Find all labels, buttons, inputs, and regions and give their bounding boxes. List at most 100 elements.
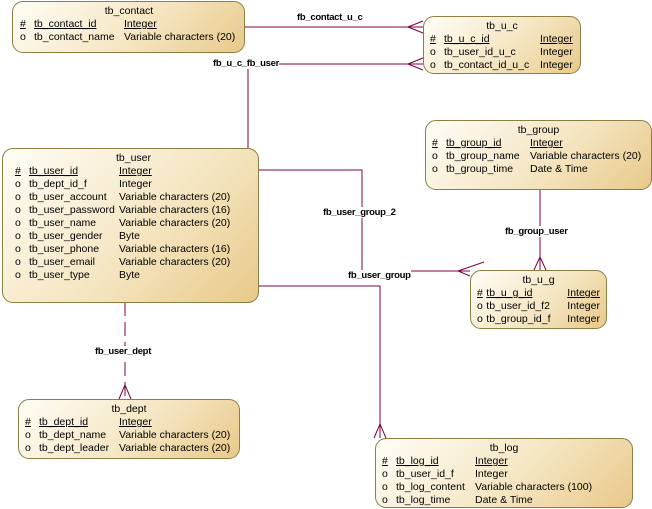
attribute-row: o tb_group_name Variable characters (20) [432, 150, 645, 163]
attribute-name: tb_user_type [29, 269, 90, 281]
attribute-type: Variable characters (16) [119, 243, 231, 255]
attribute-name: tb_user_email [29, 256, 95, 268]
key-marker: # [382, 455, 388, 467]
crowfoot [373, 423, 387, 439]
attribute-name: tb_contact_id [34, 18, 97, 30]
attribute-type: Integer [540, 59, 573, 71]
attribute-type: Date & Time [475, 494, 533, 506]
entity-title: tb_u_c [486, 20, 518, 32]
key-marker: o [382, 494, 388, 506]
link-user-log [259, 285, 381, 438]
crowfoot [457, 261, 485, 277]
rel-label-user-group-2: fb_user_group_2 [323, 207, 396, 218]
crowfoot [533, 256, 547, 271]
attribute-name: tb_dept_leader [39, 442, 110, 454]
entity-title: tb_dept [111, 403, 147, 415]
key-marker: o [15, 178, 21, 190]
attribute-type: Integer [119, 416, 152, 428]
entity-title: tb_contact [104, 5, 154, 17]
attribute-name: tb_dept_name [39, 429, 107, 441]
rel-label-contact-u-c: fb_contact_u_c [297, 12, 363, 23]
rel-label-user-group: fb_user_group [348, 270, 411, 281]
key-marker: o [432, 150, 438, 162]
rel-label-u-c-user: fb_u_c_fb_user [213, 58, 280, 69]
attribute-name: tb_group_time [446, 163, 514, 175]
key-marker: o [382, 481, 388, 493]
attribute-name: tb_user_account [29, 191, 107, 203]
key-marker: o [430, 59, 436, 71]
attribute-row: o tb_dept_id_f Integer [15, 178, 252, 191]
attribute-type: Integer [475, 455, 508, 467]
attribute-type: Date & Time [530, 163, 588, 175]
attribute-name: tb_log_content [396, 481, 465, 493]
attribute-type: Variable characters (20) [119, 429, 231, 441]
entity-title: tb_group [517, 124, 560, 136]
attribute-type: Integer [119, 178, 152, 190]
attribute-type: Variable characters (20) [124, 31, 236, 43]
attribute-type: Variable characters (20) [119, 191, 231, 203]
key-marker: o [477, 300, 483, 312]
attribute-type: Integer [567, 313, 600, 325]
link-user-group-2 [259, 169, 470, 272]
attribute-type: Variable characters (16) [119, 204, 231, 216]
crowfoot [407, 57, 424, 71]
crowfoot [118, 384, 132, 400]
attribute-name: tb_u_g_id [486, 287, 533, 299]
attribute-name: tb_user_id_f2 [486, 300, 550, 312]
key-marker: o [20, 31, 26, 43]
crowfoot [407, 20, 424, 34]
key-marker: # [432, 137, 438, 149]
entity-title: tb_user [115, 152, 152, 164]
key-marker: o [477, 313, 483, 325]
attribute-type: Integer [530, 137, 563, 149]
attribute-type: Variable characters (20) [119, 256, 231, 268]
attribute-name: tb_user_id_u_c [444, 46, 516, 58]
attribute-name: tb_log_time [396, 494, 451, 506]
attribute-name: tb_user_id_f [396, 468, 454, 480]
key-marker: # [477, 287, 483, 299]
key-marker: o [382, 468, 388, 480]
attribute-type: Byte [119, 230, 141, 242]
key-marker: # [25, 416, 31, 428]
key-marker: # [15, 165, 21, 177]
entity-title: tb_log [489, 442, 519, 454]
attribute-type: Integer [119, 165, 152, 177]
key-marker: # [430, 33, 436, 45]
key-marker: o [432, 163, 438, 175]
rel-label-user-dept: fb_user_dept [95, 346, 152, 357]
rel-label-group-user: fb_group_user [505, 226, 568, 237]
attribute-name: tb_user_password [29, 204, 115, 216]
attribute-name: tb_dept_id_f [29, 178, 87, 190]
key-marker: o [430, 46, 436, 58]
attribute-row: o tb_log_time Date & Time [382, 494, 626, 507]
attribute-name: tb_group_name [446, 150, 520, 162]
attribute-type: Variable characters (20) [530, 150, 642, 162]
attribute-type: Variable characters (20) [119, 217, 231, 229]
